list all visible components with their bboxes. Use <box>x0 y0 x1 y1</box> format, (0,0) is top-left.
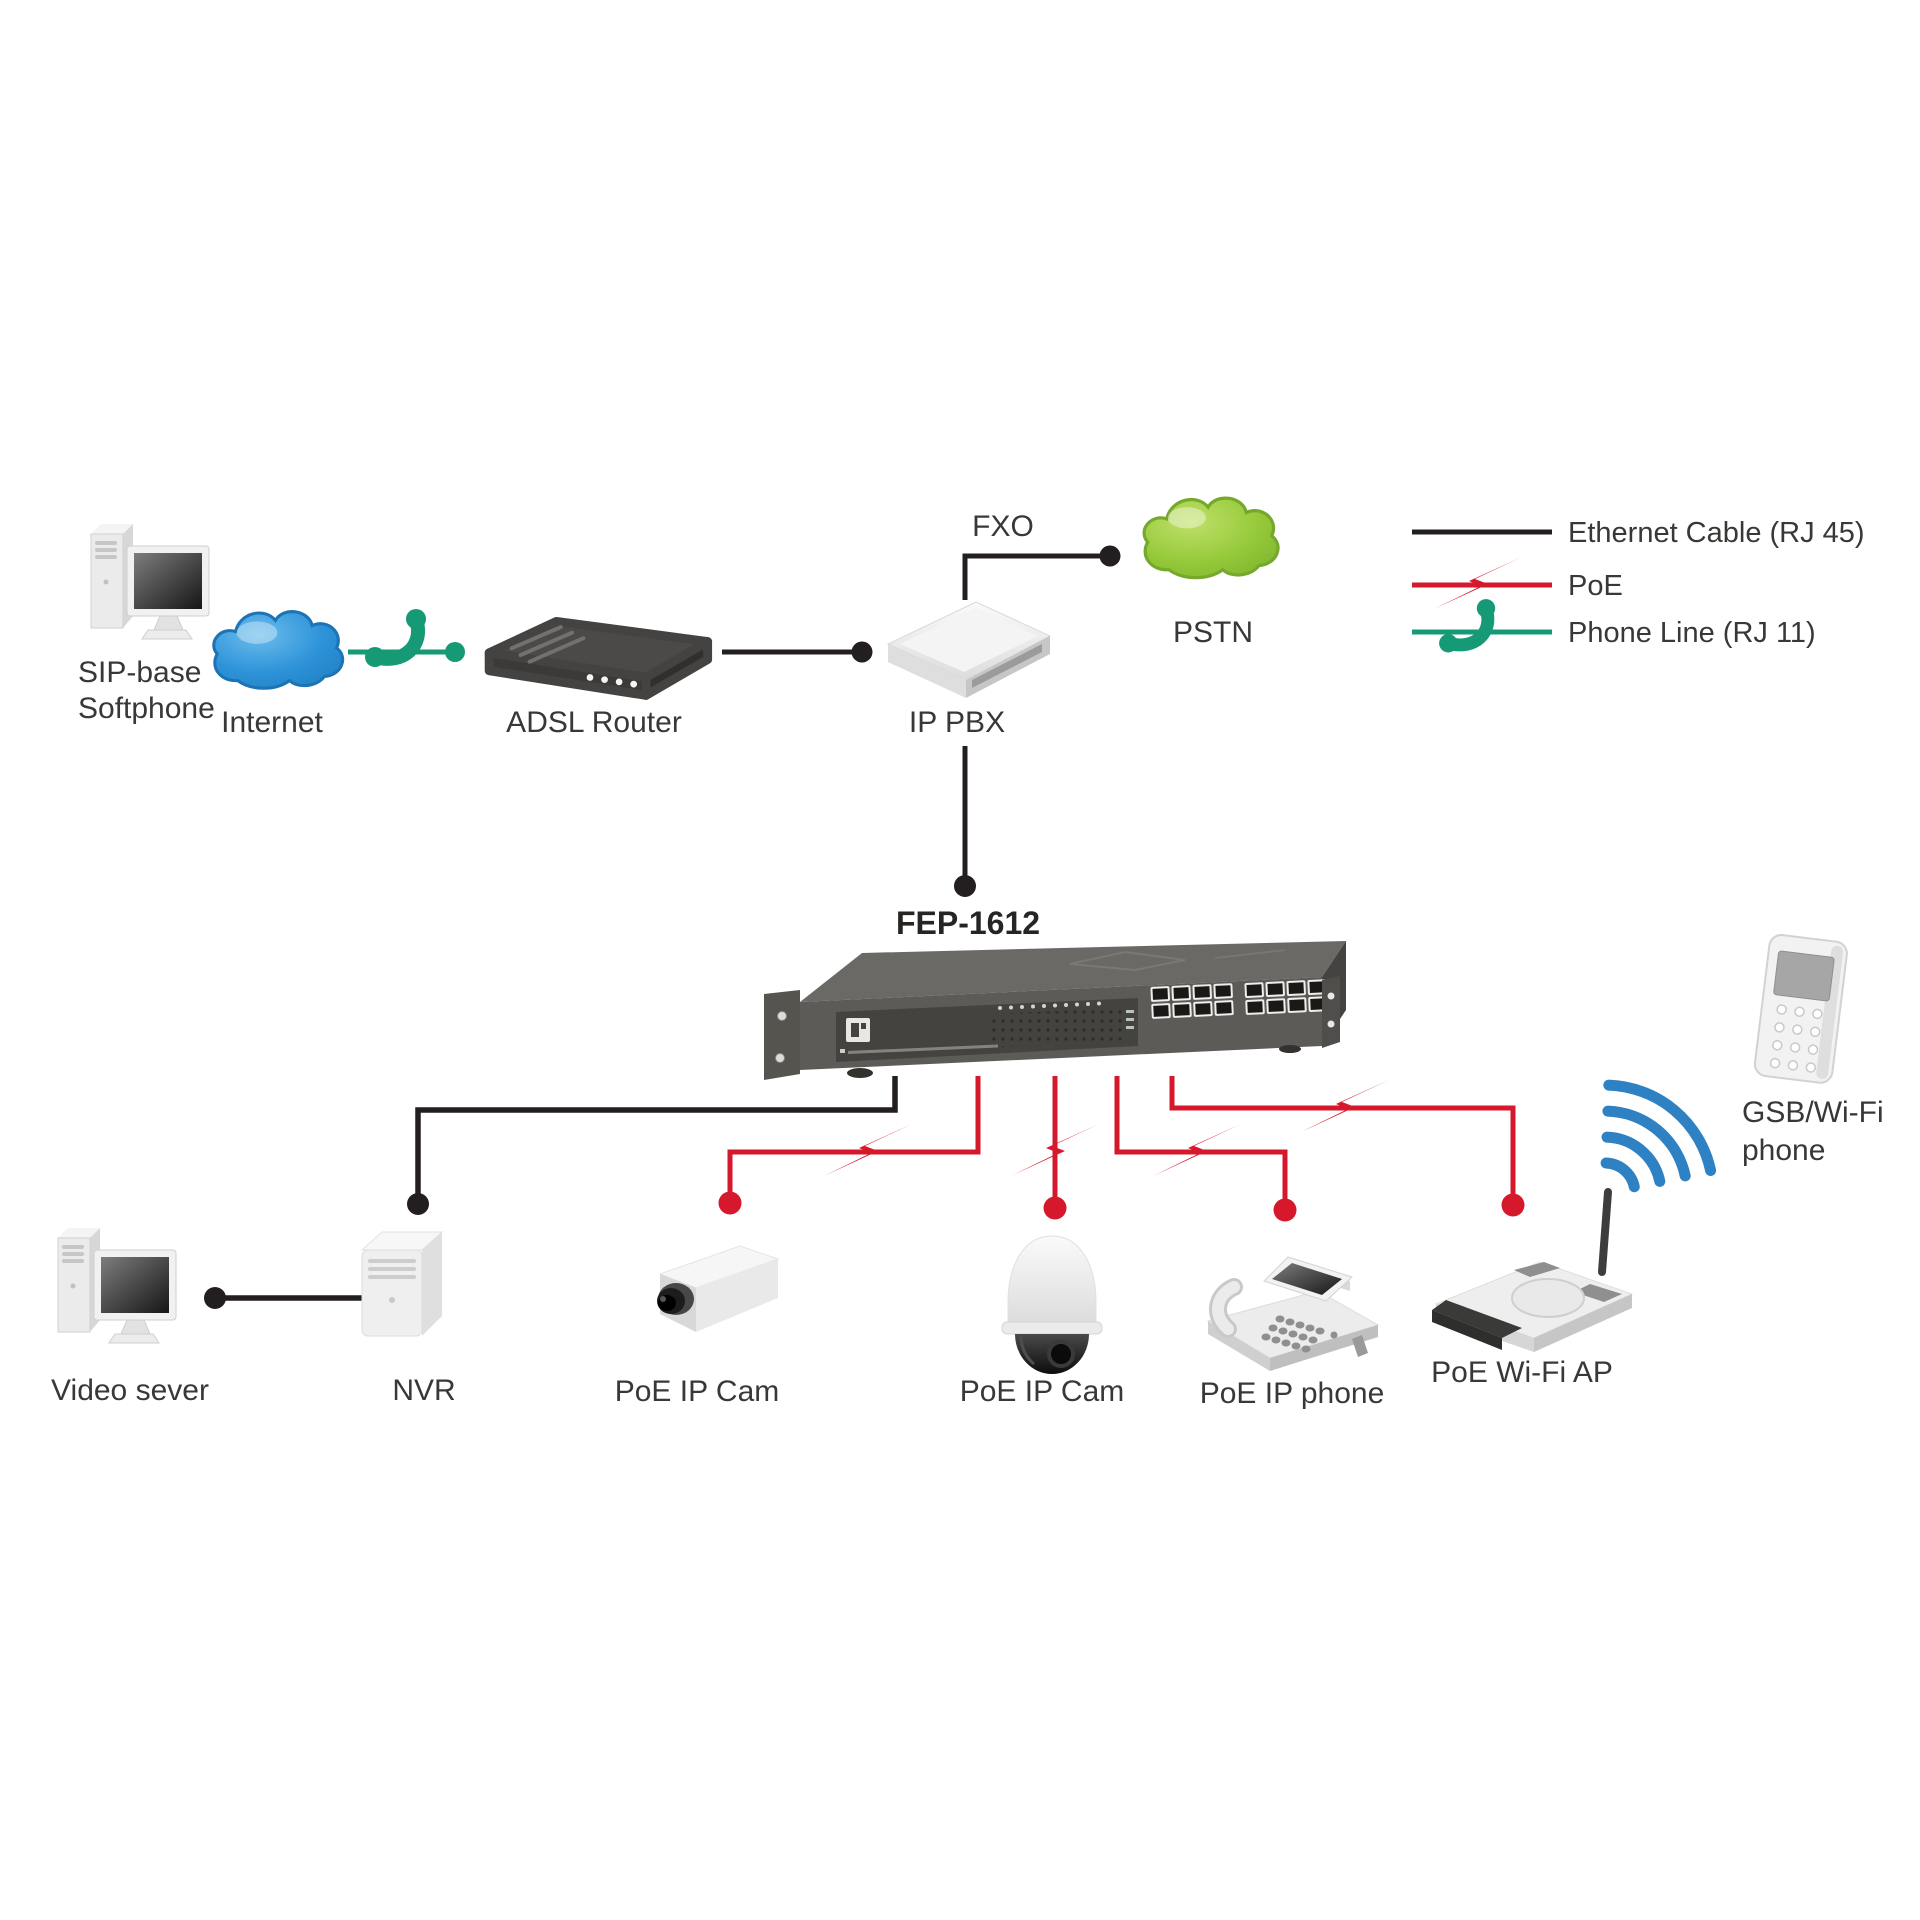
switch-model-label: FEP-1612 <box>895 905 1041 941</box>
poe-ip-cam-dome-label: PoE IP Cam <box>959 1375 1125 1408</box>
poe-switch-to-ipphone <box>1114 1076 1297 1222</box>
box-camera-icon <box>657 1245 780 1332</box>
internet-label: Internet <box>221 706 323 739</box>
fxo-line-pbx-to-pstn <box>962 545 1121 600</box>
poe-switch-to-domecam <box>1011 1076 1099 1220</box>
legend-phone-line-label: Phone Line (RJ 11) <box>1568 617 1816 649</box>
poe-switch-icon <box>764 941 1346 1080</box>
ethernet-videoserver-to-nvr <box>204 1287 362 1309</box>
sip-softphone-label-line2: Softphone <box>78 692 215 725</box>
poe-ip-cam-box-label: PoE IP Cam <box>614 1375 780 1408</box>
ip-pbx-icon <box>886 601 1052 698</box>
internet-cloud-icon <box>212 610 345 690</box>
fxo-label: FXO <box>972 510 1034 543</box>
desktop-computer-icon <box>90 523 210 640</box>
legend-ethernet-label: Ethernet Cable (RJ 45) <box>1568 517 1865 549</box>
pstn-cloud-icon <box>1142 496 1280 580</box>
ethernet-switch-to-nvr <box>407 1076 898 1215</box>
sip-softphone-label-line1: SIP-base <box>78 656 202 689</box>
poe-wifi-ap-label: PoE Wi-Fi AP <box>1431 1356 1613 1389</box>
ip-phone-icon <box>1206 1256 1380 1371</box>
adsl-router-label: ADSL Router <box>506 706 682 739</box>
adsl-router-icon <box>484 616 713 700</box>
rj45-port-group-2 <box>1244 979 1328 1015</box>
wifi-waves-icon <box>1600 1079 1717 1193</box>
nvr-icon <box>360 1231 444 1337</box>
video-server-label: Video sever <box>51 1374 209 1407</box>
nvr-label: NVR <box>392 1374 456 1407</box>
dome-camera-icon <box>1001 1235 1103 1374</box>
phone-handset-icon <box>1439 599 1495 652</box>
ethernet-pbx-to-switch <box>954 746 976 897</box>
mobile-phone-icon <box>1753 934 1848 1084</box>
rj45-port-group-1 <box>1150 983 1234 1019</box>
pstn-label: PSTN <box>1172 616 1254 649</box>
legend-phone-line <box>1412 599 1552 652</box>
poe-switch-to-wifiap <box>1169 1076 1525 1217</box>
poe-ip-phone-label: PoE IP phone <box>1199 1377 1385 1410</box>
gsb-wifi-phone-label-line1: GSB/Wi-Fi <box>1742 1096 1884 1129</box>
ip-pbx-label: IP PBX <box>908 706 1006 739</box>
poe-switch-to-boxcam <box>718 1076 981 1215</box>
legend-poe-line <box>1412 557 1552 609</box>
gsb-wifi-phone-label-line2: phone <box>1742 1134 1826 1167</box>
desktop-computer-icon <box>57 1227 177 1344</box>
legend-poe-label: PoE <box>1568 570 1623 602</box>
phone-handset-icon <box>365 609 426 667</box>
wifi-ap-icon <box>1432 1188 1634 1352</box>
ethernet-router-to-pbx <box>722 641 873 663</box>
